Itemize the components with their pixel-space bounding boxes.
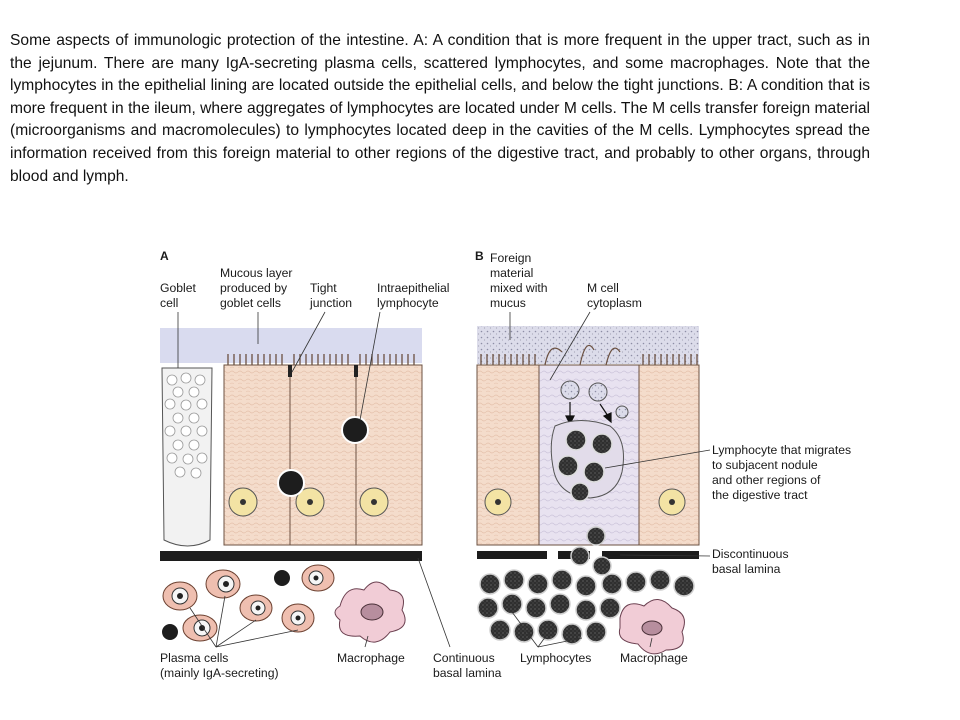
lymphocytes-label: Lymphocytes xyxy=(520,651,591,665)
tight-junctions xyxy=(288,365,358,377)
transport-vesicle xyxy=(560,380,580,400)
macrophage-nucleus xyxy=(641,620,663,636)
transport-arrows xyxy=(565,402,612,426)
tight-junction-label: Tight junction xyxy=(309,281,352,310)
panel-b-leader-lines xyxy=(509,311,711,648)
figure-caption: Some aspects of immunologic protection o… xyxy=(10,32,870,185)
microvilli xyxy=(480,354,698,365)
panel-a-leader-lines xyxy=(177,311,451,648)
nucleoli xyxy=(240,499,377,505)
intraepithelial-lymphocyte-label: Intraepithelial lymphocyte xyxy=(377,281,453,310)
plasma-cells-label: Plasma cells (mainly IgA-secreting) xyxy=(160,651,279,680)
transport-vesicle xyxy=(615,405,629,419)
goblet-cell-label: Goblet cell xyxy=(160,281,199,310)
nucleolus xyxy=(495,499,501,505)
macrophage-label-b: Macrophage xyxy=(620,651,688,665)
intestine-immunology-figure: A Goblet cell Mucous layer produced by g… xyxy=(150,240,870,700)
panel-b-letter: B xyxy=(475,249,484,263)
discontinuous-basal-lamina-label: Discontinuous basal lamina xyxy=(712,547,792,576)
plasma-cells xyxy=(162,564,335,642)
mucus-layer xyxy=(160,328,422,363)
epithelial-cell xyxy=(476,364,540,546)
migrating-lymphocyte-label: Lymphocyte that migrates to subjacent no… xyxy=(712,443,854,502)
intraepithelial-lymphocyte xyxy=(341,416,369,444)
panel-b: B Foreign material mixed with mucus M ce… xyxy=(475,249,854,665)
lymphocyte xyxy=(160,622,180,642)
panel-a-letter: A xyxy=(160,249,169,263)
m-cell-folds xyxy=(544,344,621,366)
transport-vesicle xyxy=(588,382,608,402)
subjacent-lymphocytes xyxy=(477,526,695,645)
panel-a: A Goblet cell Mucous layer produced by g… xyxy=(160,249,502,680)
nucleolus xyxy=(669,499,675,505)
pocket-lymphocytes xyxy=(557,429,613,502)
m-cell-cytoplasm-label: M cell cytoplasm xyxy=(587,281,642,310)
intraepithelial-lymphocyte xyxy=(277,469,305,497)
mucous-layer-label: Mucous layer produced by goblet cells xyxy=(220,266,296,310)
foreign-material-label: Foreign material mixed with mucus xyxy=(490,251,551,310)
continuous-basal-lamina xyxy=(160,551,422,561)
continuous-basal-lamina-label: Continuous basal lamina xyxy=(433,651,502,680)
macrophage-label-a: Macrophage xyxy=(337,651,405,665)
mucus-granules xyxy=(164,372,208,479)
lymphocyte xyxy=(272,568,292,588)
microvilli xyxy=(227,354,415,365)
macrophage-nucleus xyxy=(360,603,384,621)
epithelial-cell xyxy=(638,364,700,546)
epithelial-cells xyxy=(223,364,423,546)
